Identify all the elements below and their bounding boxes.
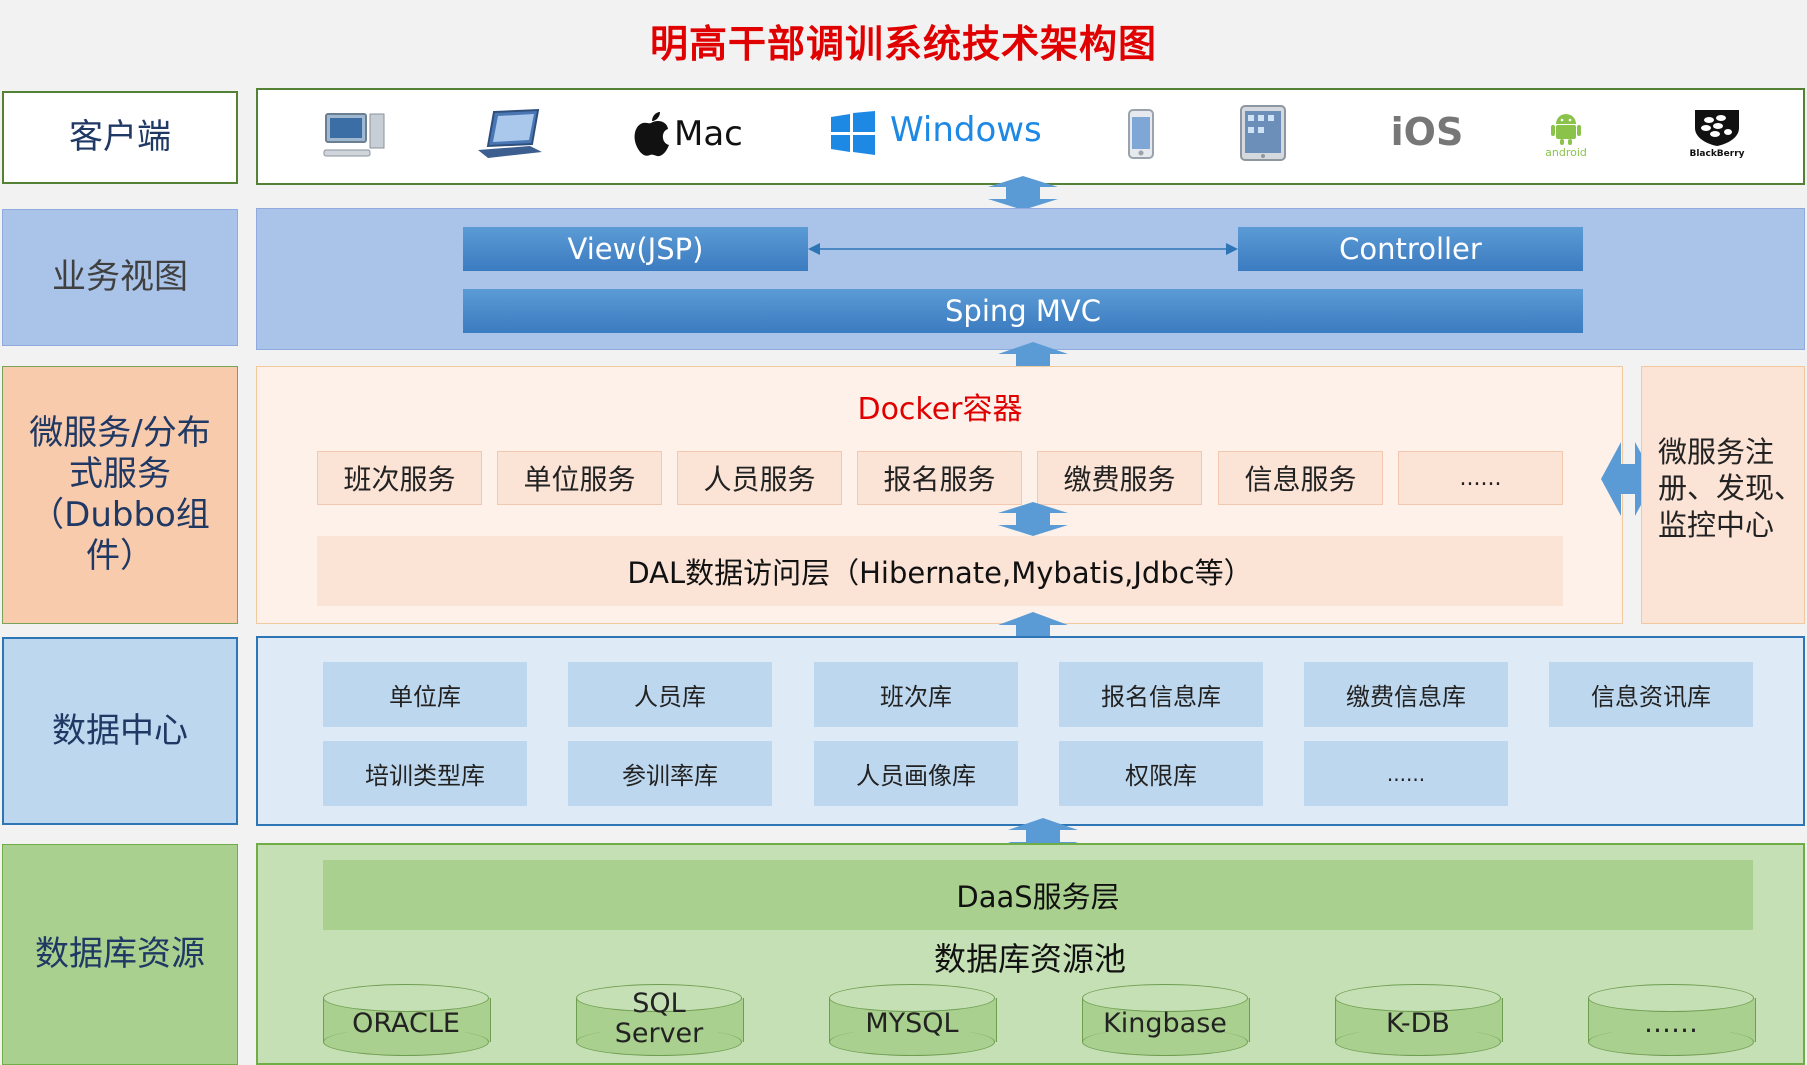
row-label-data: 数据中心 [2, 637, 238, 825]
db-payment-label: 缴费信息库 [1346, 683, 1466, 711]
client-mac-label: Mac [674, 114, 743, 154]
arrow-client-view [988, 176, 1058, 210]
db-payment: 缴费信息库 [1304, 662, 1508, 727]
db-cylinder-more-label: …… [1644, 1008, 1698, 1040]
android-icon [1546, 108, 1586, 148]
client-ios-label: iOS [1390, 110, 1464, 154]
db-more: ...... [1304, 741, 1508, 806]
service-class-label: 班次服务 [343, 463, 456, 496]
db-cylinder-more: …… [1588, 984, 1756, 1056]
db-cylinder-mysql-label: MYSQL [865, 1008, 959, 1040]
client-android-label: android [1545, 145, 1587, 159]
db-cylinder-sqlserver: SQL Server [576, 984, 744, 1056]
db-cylinder-kingbase: Kingbase [1082, 984, 1250, 1056]
service-signup-label: 报名服务 [883, 463, 996, 496]
desktop-pc-icon [322, 110, 388, 160]
arrow-services-dal [998, 502, 1068, 536]
registry-panel [1641, 366, 1805, 624]
row-label-micro: 微服务/分布式服务（Dubbo组件） [2, 366, 238, 624]
apple-icon [630, 110, 672, 158]
db-class: 班次库 [814, 662, 1018, 727]
spring-mvc-bar: Sping MVC [463, 289, 1583, 333]
row-label-dbres: 数据库资源 [2, 844, 238, 1065]
daas-layer-label: DaaS服务层 [956, 880, 1120, 914]
client-blackberry-label: BlackBerry [1689, 149, 1745, 159]
view-jsp-label: View(JSP) [567, 232, 704, 266]
db-unit-label: 单位库 [389, 683, 461, 711]
row-label-view-text: 业务视图 [52, 257, 188, 298]
view-controller-label: Controller [1339, 232, 1482, 266]
row-label-micro-text: 微服务/分布式服务（Dubbo组件） [29, 413, 211, 576]
db-unit: 单位库 [323, 662, 527, 727]
row-label-view: 业务视图 [2, 209, 238, 346]
row-label-dbres-text: 数据库资源 [35, 934, 205, 975]
view-controller-box: Controller [1238, 227, 1583, 271]
db-attendance-rate-label: 参训率库 [622, 762, 718, 790]
row-label-client-text: 客户端 [69, 117, 171, 158]
db-cylinder-kdb: K-DB [1335, 984, 1503, 1056]
db-cylinder-oracle: ORACLE [323, 984, 491, 1056]
db-permission-label: 权限库 [1125, 762, 1197, 790]
db-attendance-rate: 参训率库 [568, 741, 772, 806]
db-cylinder-mysql: MYSQL [829, 984, 997, 1056]
service-more-label: ...... [1459, 465, 1502, 491]
client-windows-label: Windows [890, 110, 1042, 150]
db-training-type-label: 培训类型库 [365, 762, 485, 790]
service-unit: 单位服务 [497, 451, 662, 505]
db-cylinder-kingbase-label: Kingbase [1103, 1008, 1227, 1040]
db-more-label: ...... [1386, 761, 1426, 786]
db-pool-label: 数据库资源池 [933, 940, 1126, 978]
db-signup: 报名信息库 [1059, 662, 1263, 727]
daas-layer: DaaS服务层 [323, 860, 1753, 930]
double-arrow-jsp-controller [808, 243, 1238, 255]
service-info-label: 信息服务 [1244, 463, 1357, 496]
windows-icon [828, 110, 878, 156]
blackberry-icon [1690, 106, 1744, 148]
db-signup-label: 报名信息库 [1101, 683, 1221, 711]
service-signup: 报名服务 [857, 451, 1022, 505]
service-payment: 缴费服务 [1037, 451, 1202, 505]
db-cylinder-oracle-label: ORACLE [352, 1008, 460, 1040]
dal-layer: DAL数据访问层（Hibernate,Mybatis,Jdbc等） [317, 536, 1563, 606]
registry-label: 微服务注册、发现、监控中心 [1658, 435, 1804, 542]
docker-title: Docker容器 [857, 392, 1023, 427]
diagram-title: 明高干部调训系统技术架构图 [649, 21, 1157, 66]
db-person: 人员库 [568, 662, 772, 727]
service-person: 人员服务 [677, 451, 842, 505]
view-jsp-box: View(JSP) [463, 227, 808, 271]
service-payment-label: 缴费服务 [1063, 463, 1176, 496]
laptop-icon [474, 108, 546, 160]
service-unit-label: 单位服务 [523, 463, 636, 496]
service-more: ...... [1398, 451, 1563, 505]
db-cylinder-sqlserver-label: SQL Server [614, 988, 704, 1049]
dal-layer-label: DAL数据访问层（Hibernate,Mybatis,Jdbc等） [627, 556, 1253, 590]
db-news: 信息资讯库 [1549, 662, 1753, 727]
row-label-client: 客户端 [2, 91, 238, 184]
spring-mvc-label: Sping MVC [945, 294, 1101, 328]
iphone-icon [1126, 108, 1156, 160]
db-person-profile-label: 人员画像库 [856, 762, 976, 790]
db-permission: 权限库 [1059, 741, 1263, 806]
db-training-type: 培训类型库 [323, 741, 527, 806]
db-person-profile: 人员画像库 [814, 741, 1018, 806]
service-person-label: 人员服务 [703, 463, 816, 496]
row-label-data-text: 数据中心 [52, 710, 188, 751]
db-person-label: 人员库 [634, 683, 706, 711]
db-class-label: 班次库 [880, 683, 952, 711]
service-class: 班次服务 [317, 451, 482, 505]
db-cylinder-kdb-label: K-DB [1386, 1008, 1450, 1040]
db-news-label: 信息资讯库 [1591, 683, 1711, 711]
service-info: 信息服务 [1218, 451, 1383, 505]
ipad-icon [1238, 104, 1288, 162]
